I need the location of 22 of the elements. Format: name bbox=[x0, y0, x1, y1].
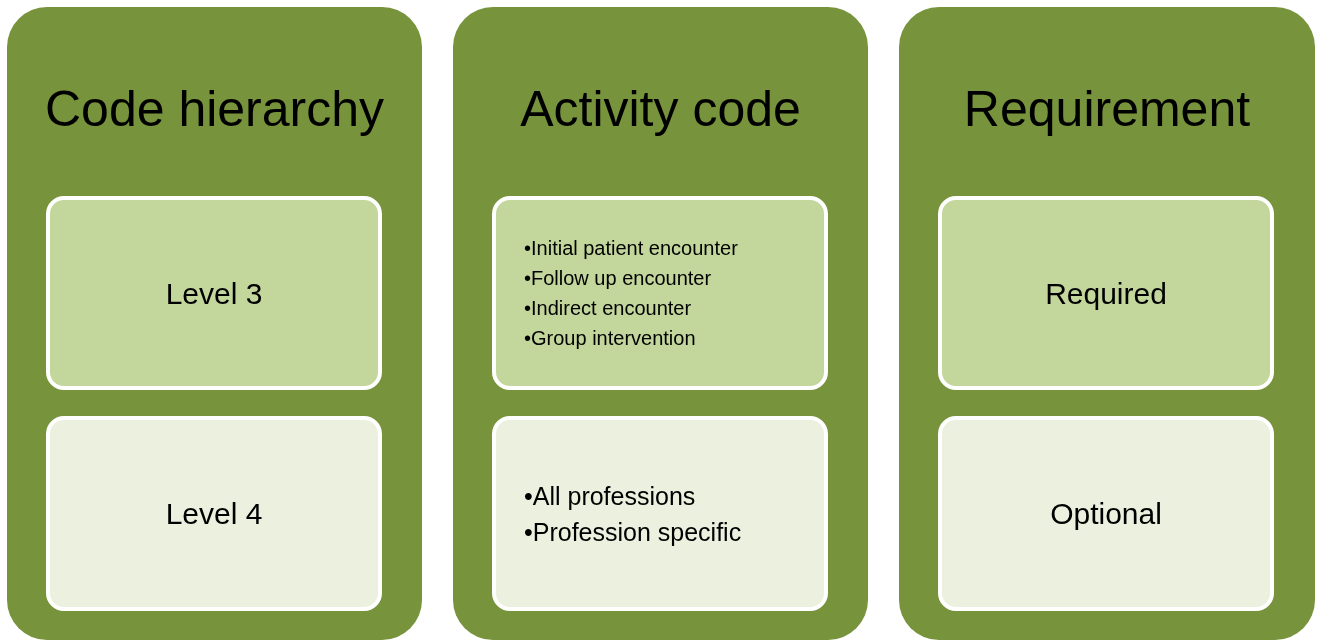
box-label: Required bbox=[1045, 275, 1167, 312]
category-box bbox=[492, 196, 828, 390]
box-label: Level 4 bbox=[165, 496, 263, 532]
column-heading: Code hierarchy bbox=[43, 80, 386, 139]
category-box bbox=[938, 416, 1274, 611]
box-label: Optional bbox=[1050, 496, 1162, 532]
bullet-item: •Indirect encounter bbox=[524, 296, 693, 321]
category-box bbox=[46, 416, 382, 611]
column-heading: Requirement bbox=[962, 80, 1252, 139]
bullet-item: •Initial patient encounter bbox=[524, 236, 738, 261]
category-box bbox=[492, 416, 828, 611]
category-box bbox=[46, 196, 382, 390]
column-heading: Activity code bbox=[519, 80, 802, 139]
bullet-item: •All professions bbox=[524, 480, 697, 512]
bullet-item: •Profession specific bbox=[524, 516, 742, 548]
bullet-item: •Follow up encounter bbox=[524, 266, 713, 291]
column-panel bbox=[7, 7, 422, 640]
column-panel bbox=[453, 7, 868, 640]
bullet-item: •Group intervention bbox=[524, 326, 697, 351]
box-label: Level 3 bbox=[165, 275, 263, 312]
category-box bbox=[938, 196, 1274, 390]
column-panel bbox=[899, 7, 1315, 640]
